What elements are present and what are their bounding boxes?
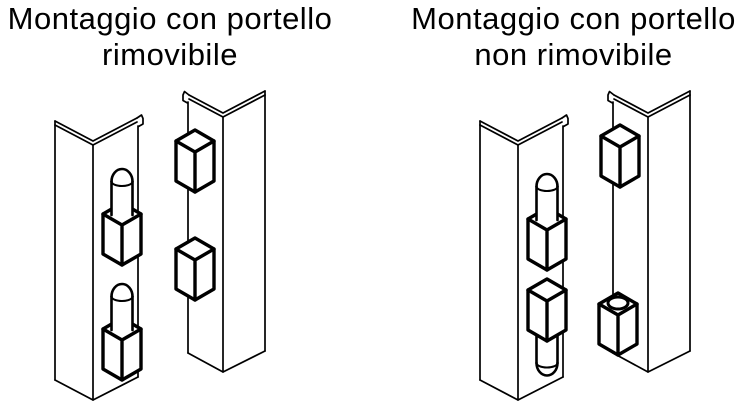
removable-mounting-diagram — [54, 90, 266, 401]
hinge-pin-up-icon — [110, 282, 134, 332]
hinge-socket-block-upper — [174, 128, 216, 194]
hinge-socket-block-upper — [599, 123, 641, 189]
figure-title-line2: non rimovibile — [474, 37, 673, 72]
socket-hole-icon — [606, 295, 630, 311]
figure-title-line1: Montaggio con portello — [7, 1, 333, 36]
figure-title-non-removable: Montaggio con portello non rimovibile — [400, 1, 746, 73]
hinge-pin-up-icon — [535, 172, 559, 222]
hinge-pin-up-icon — [110, 167, 134, 217]
figure-title-line2: rimovibile — [102, 37, 238, 72]
figure-title-removable: Montaggio con portello rimovibile — [0, 1, 340, 73]
hinge-pin-block-lower — [526, 277, 568, 343]
hinge-socket-block-lower — [174, 236, 216, 302]
non-removable-mounting-diagram — [479, 90, 691, 401]
figure-title-line1: Montaggio con portello — [411, 1, 736, 36]
